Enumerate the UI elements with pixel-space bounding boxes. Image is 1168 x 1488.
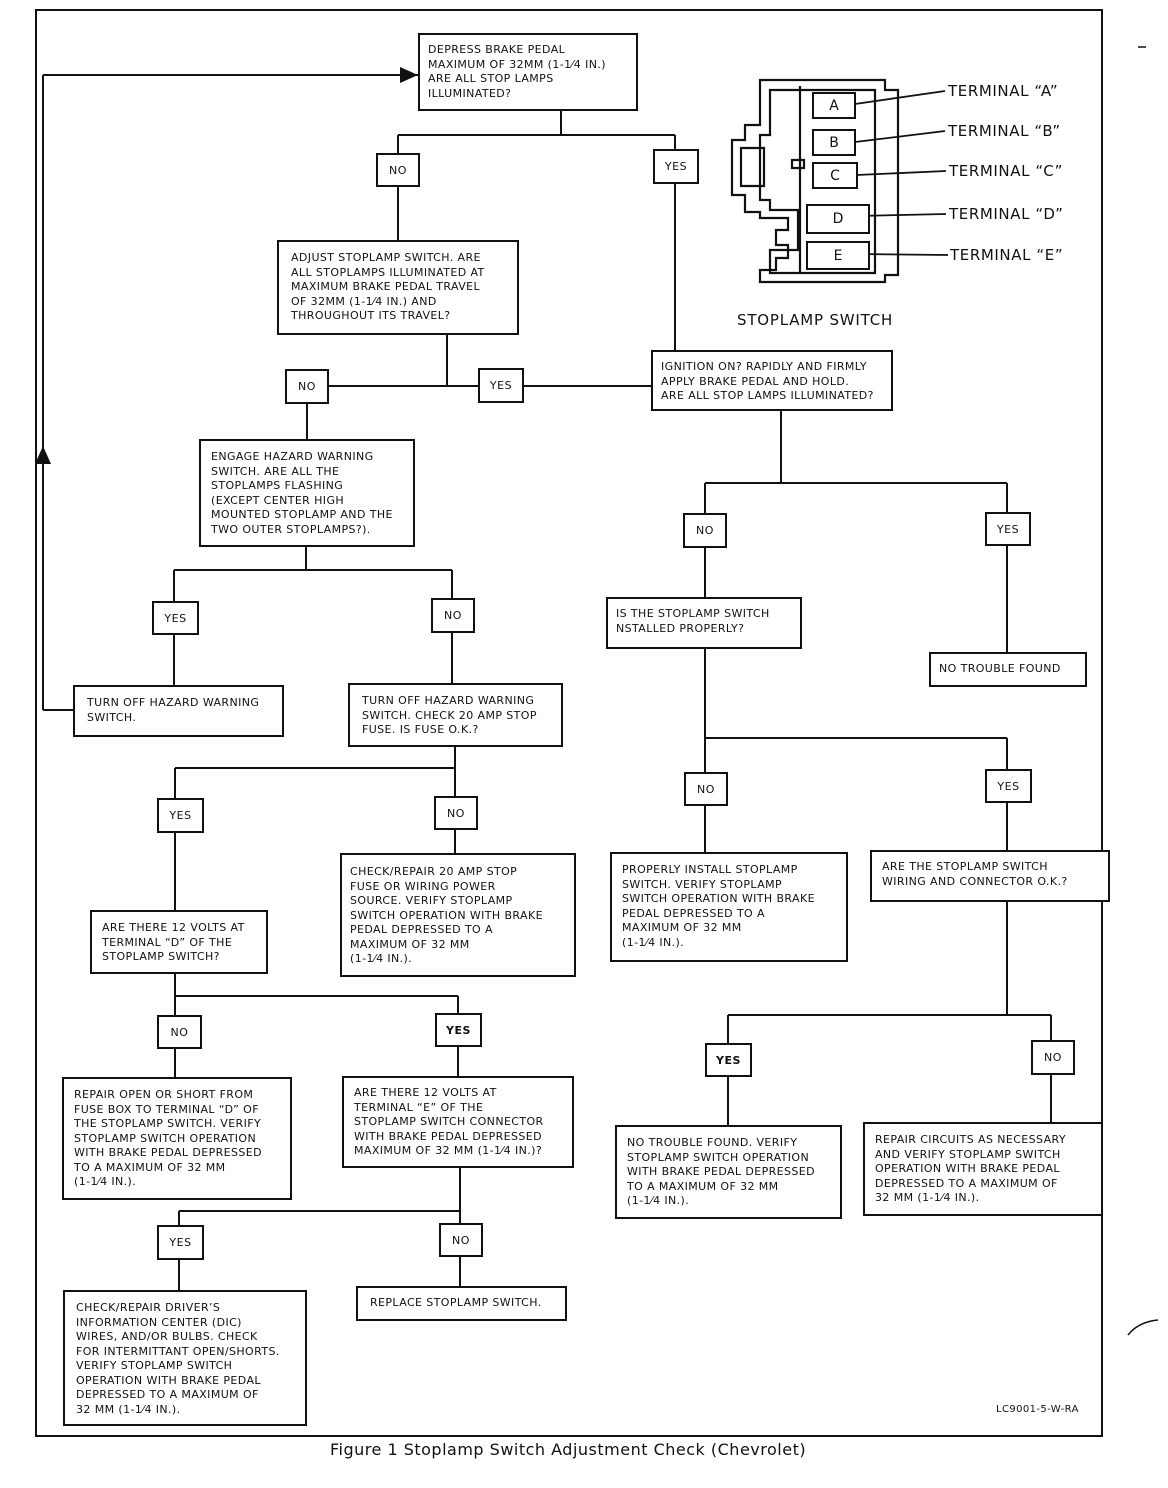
stoplamp-switch-connector — [730, 78, 900, 284]
no-tag-hazard: NO — [431, 598, 475, 633]
hazard-box: ENGAGE HAZARD WARNING SWITCH. ARE ALL TH… — [199, 439, 415, 547]
yes-tag-volts-d: YES — [435, 1013, 482, 1047]
yes-tag-installed: YES — [985, 769, 1032, 803]
no-trouble-box: NO TROUBLE FOUND — [929, 652, 1087, 687]
repair-open-box: REPAIR OPEN OR SHORT FROM FUSE BOX TO TE… — [62, 1077, 292, 1200]
terminal-c-label: TERMINAL “C” — [949, 162, 1063, 180]
repair-fuse-box: CHECK/REPAIR 20 AMP STOP FUSE OR WIRING … — [340, 853, 576, 977]
terminal-d-label: TERMINAL “D” — [949, 205, 1064, 223]
terminal-b-box: B — [812, 129, 856, 156]
yes-tag-ignition: YES — [985, 512, 1031, 546]
margin-mark — [1127, 1319, 1159, 1336]
diagram-frame — [35, 9, 1103, 1437]
no-trouble-verify-box: NO TROUBLE FOUND. VERIFY STOPLAMP SWITCH… — [615, 1125, 842, 1219]
yes-tag-wiring: YES — [705, 1043, 752, 1077]
no-tag-fuse: NO — [434, 796, 478, 830]
turn-off-hazard-box: TURN OFF HAZARD WARNING SWITCH. — [73, 685, 284, 737]
terminal-c-box: C — [812, 162, 858, 189]
no-tag-adjust: NO — [285, 369, 329, 404]
yes-tag-volts-e: YES — [157, 1225, 204, 1260]
install-switch-box: PROPERLY INSTALL STOPLAMP SWITCH. VERIFY… — [610, 852, 848, 962]
terminal-d-box: D — [806, 204, 870, 234]
reference-code: LC9001-5-W-RA — [996, 1404, 1079, 1415]
no-tag-volts-d: NO — [157, 1015, 202, 1049]
installed-box: IS THE STOPLAMP SWITCH NSTALLED PROPERLY… — [606, 597, 802, 649]
yes-tag-adjust: YES — [478, 368, 524, 403]
no-tag-volts-e: NO — [439, 1223, 483, 1257]
volts-d-box: ARE THERE 12 VOLTS AT TERMINAL “D” OF TH… — [90, 910, 268, 974]
figure-caption: Figure 1 Stoplamp Switch Adjustment Chec… — [330, 1440, 807, 1459]
terminal-b-label: TERMINAL “B” — [948, 122, 1061, 140]
yes-tag-fuse: YES — [157, 798, 204, 833]
terminal-a-box: A — [812, 92, 856, 119]
no-tag-ignition: NO — [683, 513, 727, 548]
fuse-check-box: TURN OFF HAZARD WARNING SWITCH. CHECK 20… — [348, 683, 563, 747]
terminal-a-label: TERMINAL “A” — [948, 82, 1059, 100]
stoplamp-switch-caption: STOPLAMP SWITCH — [737, 311, 894, 329]
yes-tag-depress: YES — [653, 149, 699, 184]
terminal-e-label: TERMINAL “E” — [950, 246, 1064, 264]
volts-e-box: ARE THERE 12 VOLTS AT TERMINAL “E” OF TH… — [342, 1076, 574, 1168]
ignition-box: IGNITION ON? RAPIDLY AND FIRMLY APPLY BR… — [651, 350, 893, 411]
check-dic-box: CHECK/REPAIR DRIVER’S INFORMATION CENTER… — [63, 1290, 307, 1426]
adjust-switch-box: ADJUST STOPLAMP SWITCH. ARE ALL STOPLAMP… — [277, 240, 519, 335]
no-tag-installed: NO — [684, 772, 728, 806]
terminal-leaders — [854, 90, 949, 256]
wiring-ok-box: ARE THE STOPLAMP SWITCH WIRING AND CONNE… — [870, 850, 1110, 902]
terminal-e-box: E — [806, 241, 870, 270]
yes-tag-hazard: YES — [152, 601, 199, 635]
repair-circuits-box: REPAIR CIRCUITS AS NECESSARY AND VERIFY … — [863, 1122, 1103, 1216]
no-tag-wiring: NO — [1031, 1040, 1075, 1075]
depress-brake-box: DEPRESS BRAKE PEDAL MAXIMUM OF 32MM (1-1… — [418, 33, 638, 111]
replace-switch-box: REPLACE STOPLAMP SWITCH. — [356, 1286, 567, 1321]
no-tag-depress: NO — [376, 153, 420, 187]
